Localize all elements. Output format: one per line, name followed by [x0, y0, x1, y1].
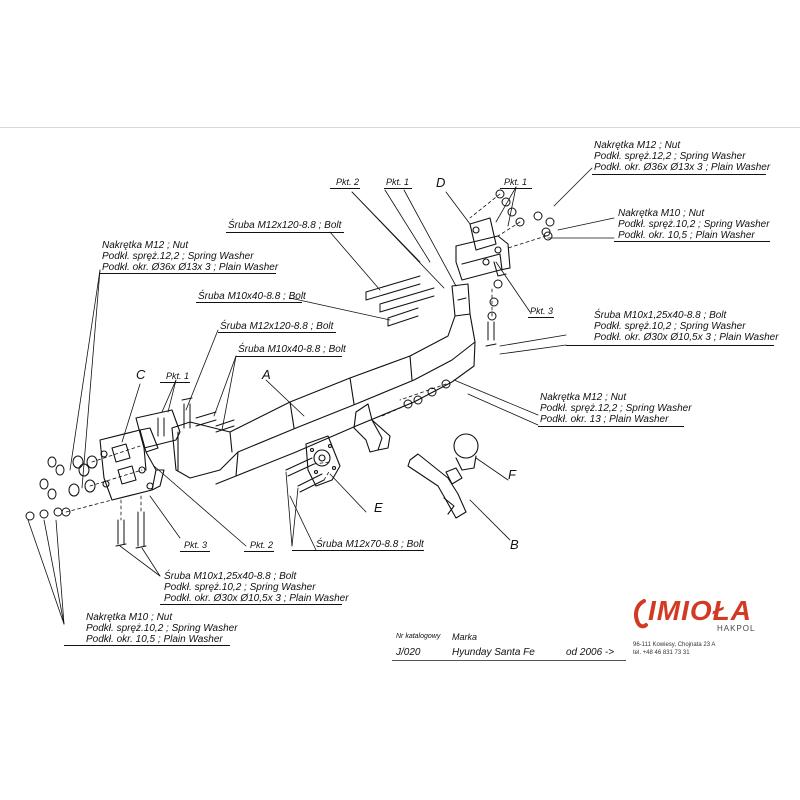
callout-bottom-left: Nakrętka M10 ; Nut Podkł. spręż.10,2 ; S…: [86, 613, 238, 646]
point-label-pkt2-top: Pkt. 2: [336, 177, 360, 187]
callout-line: Podkł. okr. 13 ; Plain Washer: [540, 414, 669, 425]
logo-wordmark: IMIOŁA: [648, 595, 752, 626]
bolt-label-m10x40-left: Śruba M10x40-8.8 ; Bolt: [238, 344, 346, 355]
part-label-e: E: [374, 500, 383, 515]
socket-plate-e: [305, 435, 341, 487]
underline: [160, 604, 342, 605]
callout-line: Nakrętka M10 ; Nut: [618, 208, 705, 219]
callout-line: Nakrętka M10 ; Nut: [86, 612, 173, 623]
underline: [196, 302, 302, 303]
bolt-label-m12x120-left: Śruba M12x120-8.8 ; Bolt: [220, 321, 334, 332]
part-label-f: F: [508, 467, 516, 482]
underline: [218, 332, 336, 333]
callout-line: Podkł. spręż.12,2 ; Spring Washer: [540, 403, 692, 414]
vehicle-model: Hyunday Santa Fe: [452, 647, 535, 658]
callout-right-m10: Nakrętka M10 ; Nut Podkł. spręż.10,2 ; S…: [618, 209, 770, 242]
callout-line: Podkł. okr. Ø30x Ø10,5x 3 ; Plain Washer: [164, 593, 349, 604]
underline: [100, 273, 276, 274]
point-label-pkt1-left: Pkt. 1: [166, 371, 190, 381]
callout-line: Podkł. spręż.10,2 ; Spring Washer: [164, 582, 316, 593]
callout-line: Podkł. okr. Ø36x Ø13x 3 ; Plain Washer: [594, 162, 771, 173]
header-divider: [0, 127, 800, 128]
underline: [500, 188, 532, 189]
underline: [292, 550, 424, 551]
underline: [236, 356, 342, 357]
logo-hook-icon: [634, 599, 648, 629]
underline: [538, 426, 684, 427]
part-label-d: D: [436, 175, 446, 190]
callout-line: Podkł. spręż.10,2 ; Spring Washer: [594, 321, 746, 332]
callout-line: Podkł. okr. 10,5 ; Plain Washer: [86, 634, 223, 645]
callout-line: Nakrętka M12 ; Nut: [594, 140, 681, 151]
underline: [592, 174, 766, 175]
underline: [244, 551, 274, 552]
callout-line: Podkł. spręż.10,2 ; Spring Washer: [86, 623, 238, 634]
underline: [614, 241, 770, 242]
bolts-left: [115, 397, 235, 549]
crossbar-beam-a: [171, 283, 476, 485]
leader-lines: [27, 167, 615, 625]
part-label-c: C: [136, 367, 146, 382]
underline: [528, 317, 554, 318]
underline: [384, 188, 412, 189]
callout-right-m12: Nakrętka M12 ; Nut Podkł. spręż.12,2 ; S…: [540, 393, 692, 426]
side-bracket-d: [455, 217, 511, 281]
logo-subtitle: HAKPOL: [717, 624, 756, 633]
phone-line: tel. +48 46 831 73 31: [633, 650, 690, 656]
callout-line: Podkł. spręż.12,2 ; Spring Washer: [102, 251, 254, 262]
underline: [180, 551, 210, 552]
bolt-label-m12x70: Śruba M12x70-8.8 ; Bolt: [316, 539, 424, 550]
callout-line: Nakrętka M12 ; Nut: [102, 240, 189, 251]
callout-line: Śruba M10x1,25x40-8.8 ; Bolt: [594, 310, 727, 321]
callout-line: Podkł. okr. Ø36x Ø13x 3 ; Plain Washer: [102, 262, 279, 273]
brand-logo: IMIOŁA HAKPOL: [630, 595, 770, 637]
make-label: Marka: [452, 632, 478, 642]
callout-line: Podkł. spręż.12,2 ; Spring Washer: [594, 151, 746, 162]
callout-right-bolt: Śruba M10x1,25x40-8.8 ; Bolt Podkł. sprę…: [594, 311, 779, 344]
company-address: 96-111 Kowiesy, Chojnata 23 A tel. +48 4…: [633, 641, 715, 657]
address-line: 96-111 Kowiesy, Chojnata 23 A: [633, 642, 716, 648]
callout-line: Nakrętka M12 ; Nut: [540, 392, 627, 403]
assembly-lines: [65, 193, 547, 521]
underline: [330, 188, 360, 189]
hanger-bracket: [353, 403, 391, 453]
point-label-pkt3-left: Pkt. 3: [184, 540, 208, 550]
part-label-a: A: [262, 367, 271, 382]
bolt-label-m10x40-top: Śruba M10x40-8.8 ; Bolt: [198, 291, 306, 302]
underline: [160, 382, 190, 383]
bolts-e: [285, 457, 325, 493]
callout-line: Podkł. okr. Ø30x Ø10,5x 3 ; Plain Washer: [594, 332, 779, 343]
point-label-pkt1-right: Pkt. 1: [504, 177, 528, 187]
title-underline: [392, 660, 626, 661]
fastener-stack-right: [403, 189, 555, 409]
catalog-number: J/020: [396, 647, 421, 658]
bolts-top-right: [365, 275, 497, 347]
underline: [226, 232, 344, 233]
side-bracket-c: [99, 409, 181, 501]
callout-line: Podkł. spręż.10,2 ; Spring Washer: [618, 219, 770, 230]
callout-left-top: Nakrętka M12 ; Nut Podkł. spręż.12,2 ; S…: [102, 241, 278, 274]
point-label-pkt2-left: Pkt. 2: [250, 540, 274, 550]
point-label-pkt1-top: Pkt. 1: [386, 177, 410, 187]
tow-ball-b: [407, 433, 479, 519]
callout-top-right: Nakrętka M12 ; Nut Podkł. spręż.12,2 ; S…: [594, 141, 770, 174]
point-label-pkt3-right: Pkt. 3: [530, 306, 554, 316]
catalog-number-label: Nr katalogowy: [396, 633, 441, 640]
vehicle-years: od 2006 ->: [566, 647, 615, 658]
underline: [566, 345, 774, 346]
underline: [64, 645, 230, 646]
callout-line: Śruba M10x1,25x40-8.8 ; Bolt: [164, 571, 297, 582]
part-label-b: B: [510, 537, 519, 552]
callout-line: Podkł. okr. 10,5 ; Plain Washer: [618, 230, 755, 241]
callout-bottom-bolt: Śruba M10x1,25x40-8.8 ; Bolt Podkł. sprę…: [164, 572, 349, 605]
fastener-stack-left: [25, 455, 98, 521]
bolt-label-m12x120-top: Śruba M12x120-8.8 ; Bolt: [228, 220, 342, 231]
